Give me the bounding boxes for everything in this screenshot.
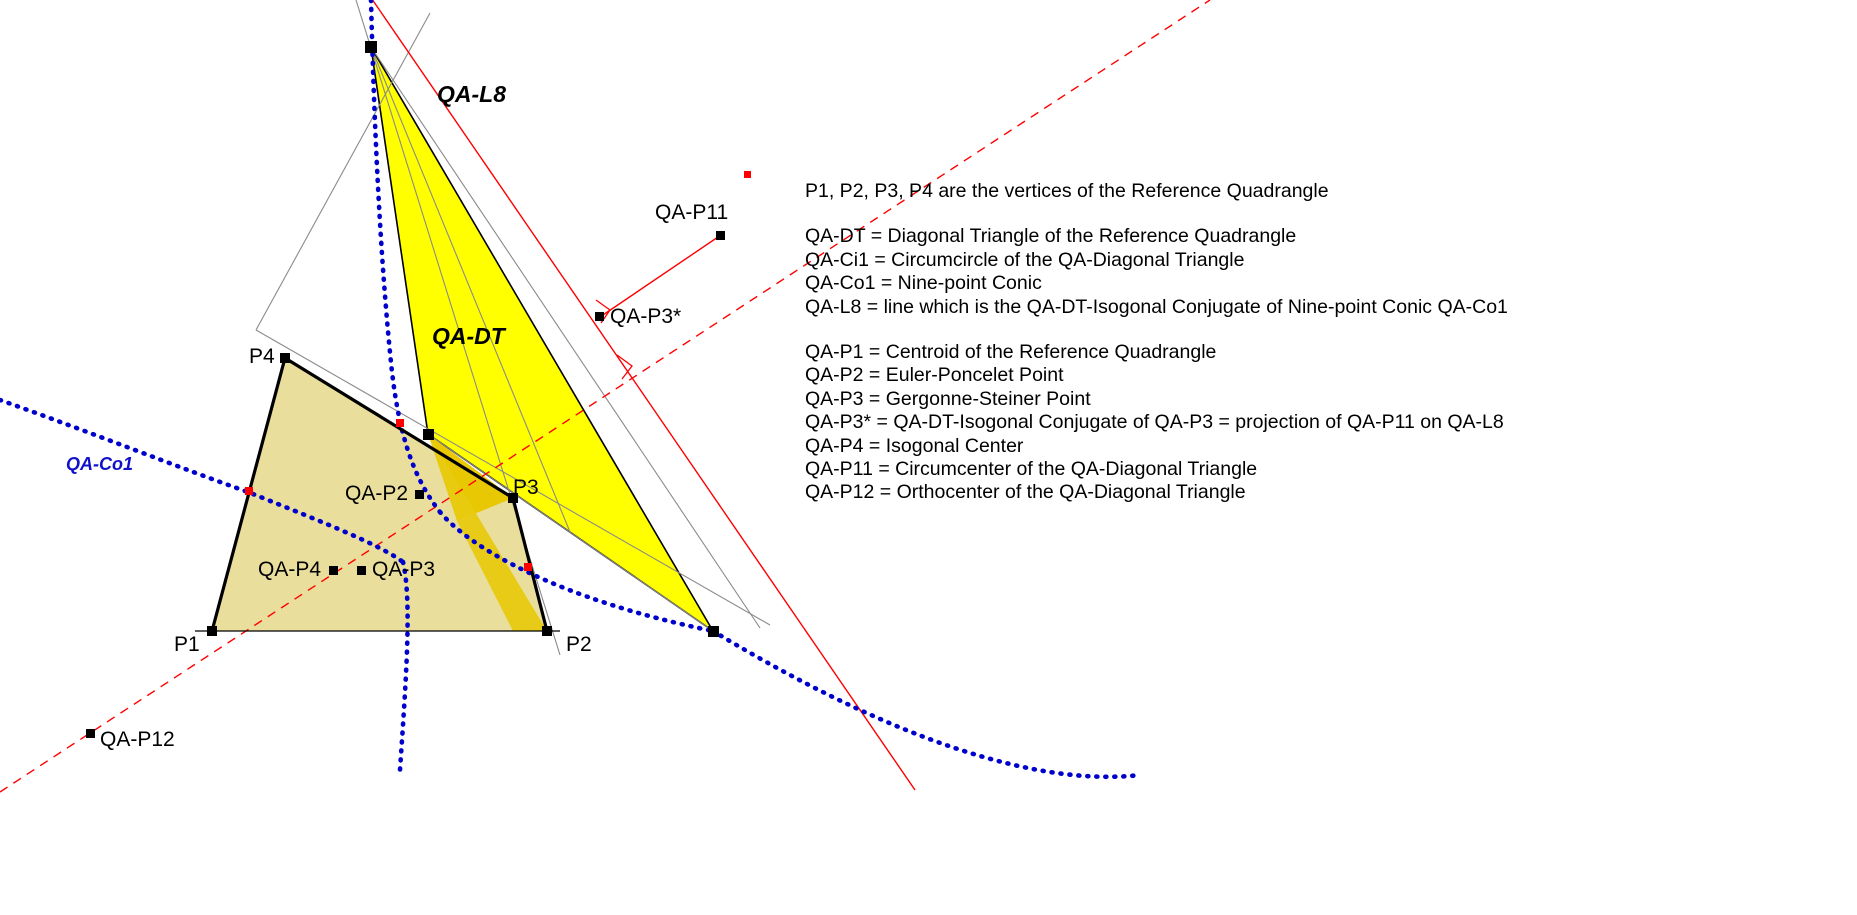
legend-line: QA-L8 = line which is the QA-DT-Isogonal… (805, 295, 1508, 318)
qa-co1-conic-branch-lower (437, 509, 716, 634)
conic-node-upper (396, 419, 404, 427)
qa-p12-label: QA-P12 (100, 728, 175, 751)
qa-co1-conic-branch-descend (397, 559, 410, 773)
legend-line: QA-P2 = Euler-Poncelet Point (805, 364, 1064, 387)
legend-line: QA-P11 = Circumcenter of the QA-Diagonal… (805, 457, 1258, 480)
legend-line: QA-P4 = Isogonal Center (805, 434, 1024, 457)
point-marker-dt-mid (423, 429, 434, 440)
point-marker-qa-p12 (86, 729, 95, 738)
conic-node-left (245, 487, 253, 495)
qa-p11-to-p3star-segment (599, 234, 722, 318)
overlap-wedge-2 (428, 434, 513, 521)
legend-line: QA-DT = Diagonal Triangle of the Referen… (805, 225, 1297, 248)
point-marker-qa-p2 (415, 490, 424, 499)
cevian-line-e (427, 433, 714, 632)
qa-dt-label: QA-DT (432, 323, 505, 349)
qa-p3star-label: QA-P3* (610, 305, 682, 328)
conic-node-lower (524, 563, 532, 571)
legend-line: QA-P3* = QA-DT-Isogonal Conjugate of QA-… (805, 411, 1504, 434)
legend-line: QA-P12 = Orthocenter of the QA-Diagonal … (805, 481, 1246, 504)
p2-label: P2 (566, 633, 592, 656)
legend-points-group: QA-P1 = Centroid of the Reference Quadra… (805, 340, 1850, 507)
point-marker-qa-p3 (357, 566, 366, 575)
cevian-line-a (255, 12, 431, 331)
legend-block: P1, P2, P3, P4 are the vertices of the R… (805, 180, 1850, 529)
qa-p3-label: QA-P3 (372, 558, 436, 581)
conic-node-l8 (744, 171, 751, 178)
legend-line: QA-P1 = Centroid of the Reference Quadra… (805, 340, 1217, 363)
point-marker-qa-p11 (716, 231, 725, 240)
dt-median-line (370, 46, 571, 533)
cevian-line-d (255, 329, 771, 626)
point-marker-apex (365, 41, 377, 53)
legend-objects-group: QA-DT = Diagonal Triangle of the Referen… (805, 225, 1850, 321)
point-marker-p4 (280, 353, 290, 363)
p3-label: P3 (513, 476, 539, 499)
right-angle-mark-lower (616, 354, 633, 380)
qa-p2-label: QA-P2 (345, 482, 409, 505)
point-marker-dt-right (708, 626, 719, 637)
legend-line: QA-Co1 = Nine-point Conic (805, 272, 1042, 295)
p4-label: P4 (249, 345, 275, 368)
qa-co1-conic-branch-right (710, 628, 1143, 780)
point-marker-p1 (207, 626, 217, 636)
qa-co1-label: QA-Co1 (66, 454, 133, 474)
legend-line: P1, P2, P3, P4 are the vertices of the R… (805, 180, 1329, 202)
point-marker-p3 (508, 493, 518, 503)
qa-co1-conic-branch-left (0, 397, 406, 565)
qa-l8-line (371, 0, 916, 791)
legend-intro-group: P1, P2, P3, P4 are the vertices of the R… (805, 180, 1850, 205)
qa-p4-label: QA-P4 (258, 558, 322, 581)
point-marker-p2 (542, 626, 552, 636)
qa-l8-label: QA-L8 (437, 81, 506, 107)
point-marker-qa-p4 (329, 566, 338, 575)
legend-line: QA-P3 = Gergonne-Steiner Point (805, 387, 1091, 410)
cevian-line-c (370, 46, 761, 629)
reference-quadrangle-fill (212, 358, 547, 631)
qa-p11-label: QA-P11 (655, 201, 729, 224)
legend-line: QA-Ci1 = Circumcircle of the QA-Diagonal… (805, 248, 1245, 271)
point-marker-qa-p3star (595, 312, 604, 321)
p1-label: P1 (174, 633, 200, 656)
red-dashed-line (0, 0, 1211, 793)
